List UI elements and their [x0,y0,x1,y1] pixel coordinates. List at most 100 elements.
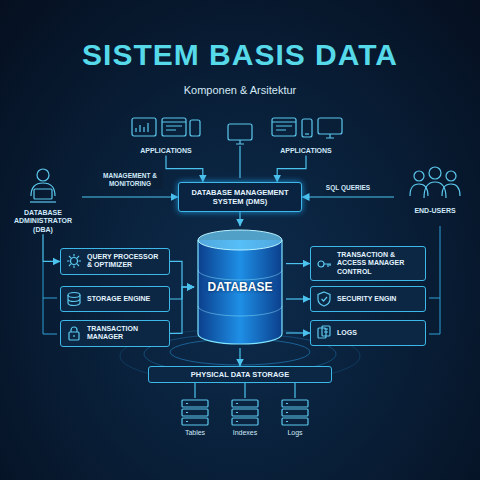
connector [194,383,195,398]
component-box: SECURITY ENGIN [310,286,426,312]
monitor-icon [239,146,240,178]
icon [4,166,82,206]
icon [302,119,312,137]
connector [294,383,295,398]
icon [272,122,296,130]
node-text: PHYSICAL DATA STORAGE [154,370,326,379]
icon [30,201,56,202]
icon [71,258,78,265]
icon [71,327,77,337]
dbms-box: DATABASE MANAGEMENT SYSTEM (DMS) [178,182,302,212]
component-box: QUERY PROCESSOR & OPTIMIZER [60,248,170,275]
node-text: Tables [172,429,218,437]
icon [414,171,424,181]
node-text: END-USERS [394,207,476,215]
icon [190,120,200,136]
icon [232,418,258,425]
connector [43,234,60,261]
icon [286,404,288,422]
icon [66,291,82,307]
icon [66,253,82,269]
icon [305,133,309,134]
connector [82,196,178,197]
icon [324,264,331,267]
connector [286,263,310,264]
icon [318,261,324,267]
connector [302,196,394,197]
app-group: APPLICATIONS [266,114,346,155]
user-actor: END-USERS [394,164,476,215]
icon [316,256,332,272]
node-text: LOGS [337,329,357,337]
icon [232,400,258,407]
icon [162,118,186,136]
storage-item: Indexes [222,398,268,437]
icon [67,254,81,268]
connector [286,298,310,299]
icon [424,182,446,198]
node-text: Indexes [222,429,268,437]
component-box: TRANSACTION MANAGER [60,320,170,347]
component-box: LOGS [310,320,426,346]
icon [126,114,206,144]
icon [182,409,208,416]
node-text: SECURITY ENGIN [337,295,396,303]
icon [34,189,52,199]
icon [322,326,330,336]
storage-item: Tables [172,398,218,437]
storage-band: PHYSICAL DATA STORAGE [148,366,332,383]
connector [239,212,240,226]
icon [316,325,332,341]
icon [182,418,208,425]
connector [239,348,240,366]
icon [68,293,80,298]
icon [182,400,208,407]
subtitle: Komponen & Arsitektur [0,84,480,96]
icon [446,171,456,181]
cylinder-shape [198,240,282,344]
connector [170,261,194,287]
storage-item: Logs [272,398,318,437]
node-text: QUERY PROCESSOR & OPTIMIZER [87,253,164,270]
icon [136,123,148,132]
icon [172,398,218,426]
icon [132,118,156,136]
edge-label: MANAGEMENT & MONITORING [97,171,163,189]
icon [162,122,186,130]
icon [66,325,82,341]
connector [277,155,306,182]
icon [318,118,342,134]
connector [244,383,245,398]
icon [318,292,330,306]
monitor-icon [228,124,252,178]
edge-label: SQL QUERIES [324,183,372,193]
icon [272,398,318,426]
icon [326,134,334,138]
monitor-icon [236,140,244,144]
node-text: APPLICATIONS [126,147,206,155]
icon [266,114,346,144]
icon [68,295,80,306]
node-text: DATABASE ADMINISTRATOR (DBA) [4,209,82,234]
icon [37,169,49,181]
icon [282,418,308,425]
component-box: STORAGE ENGINE [60,286,170,312]
wire [429,226,440,334]
node-text: DATABASE [208,280,273,294]
icon [186,404,188,422]
wire [43,262,57,334]
monitor-icon [228,124,252,140]
connector [286,332,310,333]
node-text: TRANSACTION MANAGER [87,325,164,342]
title: SISTEM BASIS DATA [0,38,480,72]
node-text: APPLICATIONS [266,147,346,155]
icon [232,409,258,416]
node-text: Logs [272,429,318,437]
icon [222,398,268,426]
icon [282,409,308,416]
icon [316,291,332,307]
icon [394,164,476,204]
node-text: DATABASE MANAGEMENT SYSTEM (DMS) [185,188,295,206]
